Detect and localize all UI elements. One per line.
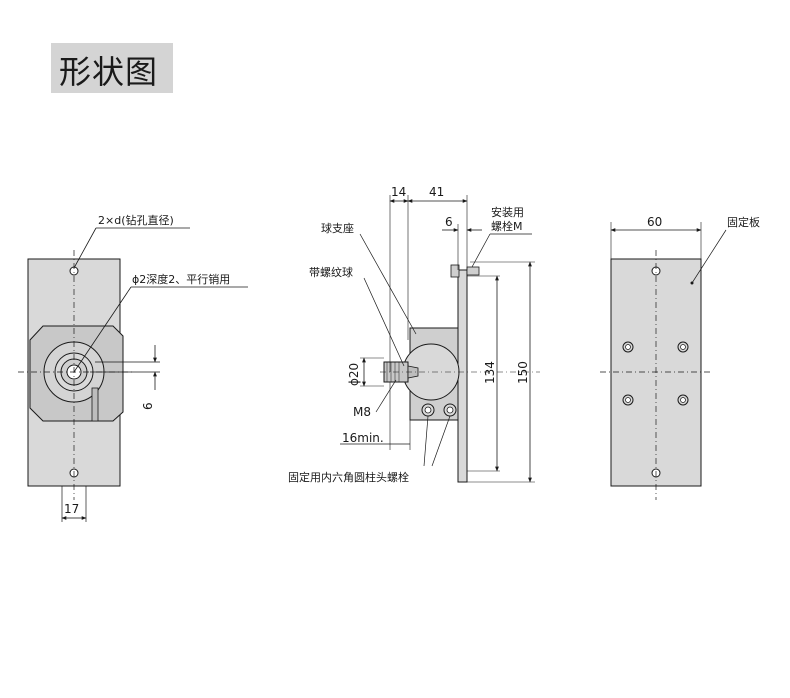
middle-view: 14 41 6 安装用 螺栓M 球支座 带螺纹球 ϕ20 M8 16min.: [288, 185, 540, 484]
left-view: 2×d(钻孔直径) ϕ2深度2、平行销用 6 17: [18, 213, 248, 522]
label-threaded-ball: 带螺纹球: [309, 265, 353, 279]
right-view: 60 固定板: [600, 215, 760, 500]
title-box: 形状图: [51, 43, 173, 93]
label-ball-seat: 球支座: [321, 221, 354, 235]
ball-neck: [407, 365, 419, 379]
label-fixing-plate: 固定板: [727, 215, 760, 229]
dim-60: 60: [647, 215, 662, 229]
page-title: 形状图: [59, 53, 159, 91]
dim-150: 150: [516, 361, 530, 384]
label-mount-bolt-1: 安装用: [491, 205, 524, 219]
dim-17: 17: [64, 502, 79, 516]
dim-6-middle: 6: [445, 215, 453, 229]
mount-bolt-head: [450, 264, 460, 278]
dim-134: 134: [483, 361, 497, 384]
middle-plate: [457, 269, 468, 483]
dim-phi20: ϕ20: [347, 363, 361, 386]
dim-16min: 16min.: [342, 431, 384, 445]
left-slot: [91, 387, 99, 422]
dim-m8: M8: [353, 405, 371, 419]
dim-14: 14: [391, 185, 406, 199]
pin-callout-text: ϕ2深度2、平行销用: [132, 272, 230, 286]
mount-bolt-shank: [466, 266, 480, 276]
dim-6-left: 6: [141, 402, 155, 410]
dim-41: 41: [429, 185, 444, 199]
label-mount-bolt-2: 螺栓M: [491, 219, 523, 233]
label-fixing-bolt: 固定用内六角圆柱头螺栓: [288, 470, 409, 484]
hole-callout-text: 2×d(钻孔直径): [98, 213, 174, 227]
